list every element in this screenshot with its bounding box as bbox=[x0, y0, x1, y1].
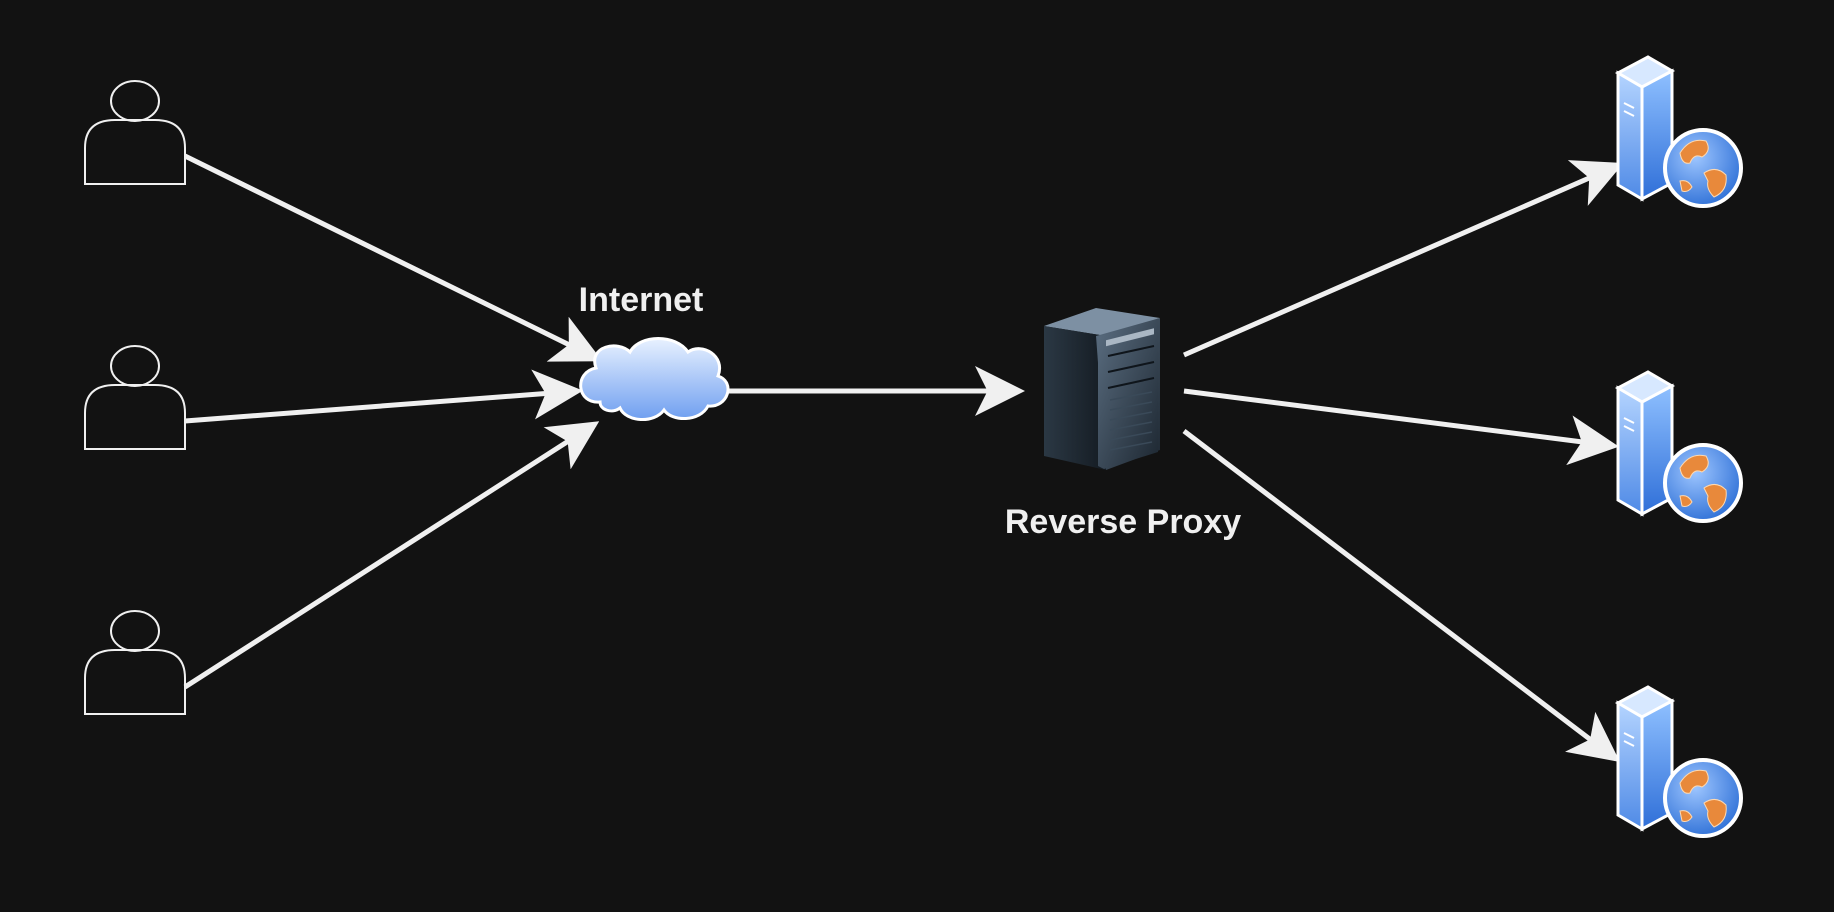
client-2 bbox=[84, 345, 186, 450]
web-server-icon bbox=[1614, 370, 1743, 523]
edge-proxy-web-server-1 bbox=[1182, 160, 1624, 358]
web-server-1 bbox=[1614, 55, 1743, 208]
user-icon bbox=[84, 610, 186, 715]
edge-client-3-internet bbox=[183, 421, 600, 690]
reverse-proxy-node: Reverse Proxy bbox=[1005, 308, 1241, 541]
edge-proxy-web-server-2 bbox=[1183, 388, 1619, 466]
user-icon bbox=[84, 80, 186, 185]
web-server-3 bbox=[1614, 685, 1743, 838]
internet-label: Internet bbox=[579, 281, 704, 319]
web-server-2 bbox=[1614, 370, 1743, 523]
internet-node: Internet bbox=[579, 281, 730, 421]
client-1 bbox=[84, 80, 186, 185]
server-tower-icon bbox=[1044, 308, 1160, 470]
edge-client-1-internet bbox=[183, 153, 603, 362]
edge-proxy-web-server-3 bbox=[1182, 429, 1620, 763]
web-server-icon bbox=[1614, 55, 1743, 208]
web-server-icon bbox=[1614, 685, 1743, 838]
user-icon bbox=[84, 345, 186, 450]
edges bbox=[183, 153, 1624, 763]
edge-client-2-internet bbox=[184, 369, 583, 424]
reverse-proxy-label: Reverse Proxy bbox=[1005, 503, 1241, 541]
client-3 bbox=[84, 610, 186, 715]
cloud-icon bbox=[579, 337, 730, 421]
